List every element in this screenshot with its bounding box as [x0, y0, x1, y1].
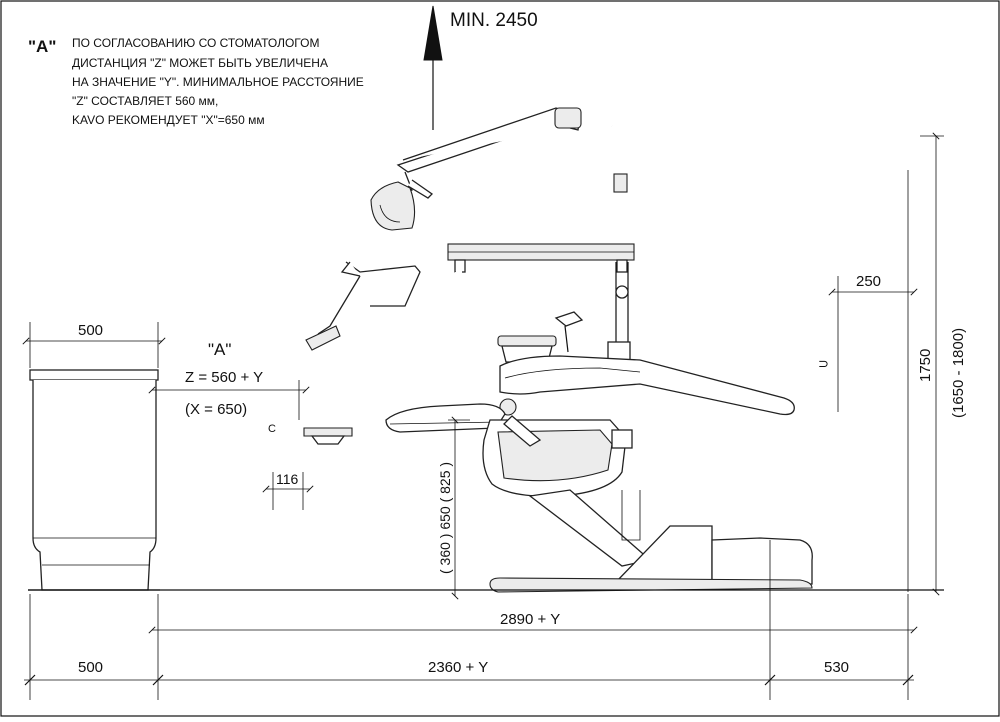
min-height-arrow: MIN. 2450: [423, 5, 538, 130]
svg-text:⊃: ⊃: [818, 356, 829, 371]
dim-range-label: (1650 - 1800): [950, 328, 967, 418]
note-line-4: "Z" СОСТАВЛЯЕТ 560 мм,: [72, 94, 218, 108]
note-block: "A" ПО СОГЛАСОВАНИЮ СО СТОМАТОЛОГОМ ДИСТ…: [28, 36, 364, 127]
dim-right-side: 250 ⊃ 1750 (1650 - 1800): [818, 132, 967, 596]
note-line-1: ПО СОГЛАСОВАНИЮ СО СТОМАТОЛОГОМ: [72, 36, 319, 50]
operating-light: [370, 107, 631, 248]
dim-250-label: 250: [856, 273, 881, 290]
dim-116: 116: [262, 471, 314, 510]
note-marker: "A": [28, 37, 56, 56]
dim-seat-heights-label: ( 360 ) 650 ( 825 ): [437, 462, 453, 574]
chair-backrest: [385, 355, 795, 433]
instrument-tray: [303, 261, 421, 445]
dim-seat-heights: ( 360 ) 650 ( 825 ): [437, 416, 470, 600]
dim-total-length: 2890 + Y: [148, 594, 918, 640]
dim-cabinet-width: 500: [22, 322, 166, 368]
dim-z-distance: "A" Z = 560 + Y (X = 650) C: [148, 340, 310, 435]
a-marker-label: "A": [208, 340, 231, 359]
chair-seat: [482, 415, 633, 497]
min-height-label: MIN. 2450: [450, 10, 538, 31]
dim-total-length-label: 2890 + Y: [500, 611, 560, 628]
cabinet: [28, 369, 160, 591]
dim-116-label: 116: [276, 471, 299, 487]
dim-bottom-middle-label: 2360 + Y: [428, 659, 488, 676]
chair-base: [489, 489, 813, 593]
note-line-5: KAVO РЕКОМЕНДУЕТ "X"=650 мм: [72, 113, 265, 127]
x-distance-label: (X = 650): [185, 401, 247, 418]
dim-cabinet-width-label: 500: [78, 322, 103, 339]
note-line-2: ДИСТАНЦИЯ "Z" МОЖЕТ БЫТЬ УВЕЛИЧЕНА: [72, 56, 328, 70]
dim-bottom-row: 500 2360 + Y 530: [24, 540, 914, 700]
z-distance-label: Z = 560 + Y: [185, 369, 263, 386]
dim-1750-label: 1750: [917, 349, 934, 382]
dental-unit: [303, 107, 813, 593]
dim-bottom-left-label: 500: [78, 659, 103, 676]
dim-bottom-right-label: 530: [824, 659, 849, 676]
svg-text:C: C: [268, 423, 276, 435]
note-line-3: НА ЗНАЧЕНИЕ "Y". МИНИМАЛЬНОЕ РАССТОЯНИЕ: [72, 75, 364, 89]
